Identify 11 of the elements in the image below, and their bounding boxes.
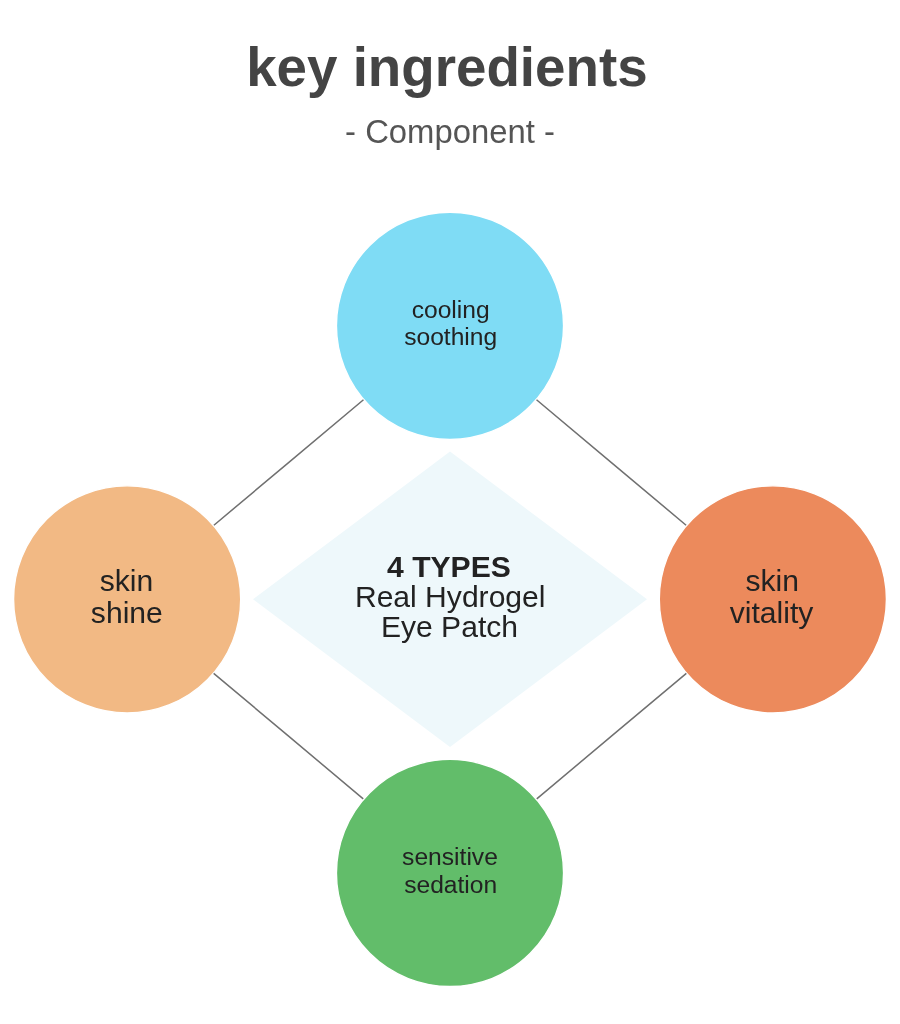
node-circle: cooling soothing <box>335 211 565 440</box>
node-diamond: 4 TYPES Real Hydrogel Eye Patch <box>253 451 647 747</box>
node-circle: sensitive sedation <box>335 758 565 987</box>
diagram-title: key ingredients <box>246 35 648 98</box>
node-circle: skin vitality <box>658 484 888 714</box>
label: - Component - <box>345 112 555 150</box>
connector <box>213 398 365 526</box>
connector <box>536 672 688 800</box>
connector <box>535 398 687 526</box>
connector <box>212 672 364 800</box>
node-circle: skin shine <box>12 484 242 714</box>
